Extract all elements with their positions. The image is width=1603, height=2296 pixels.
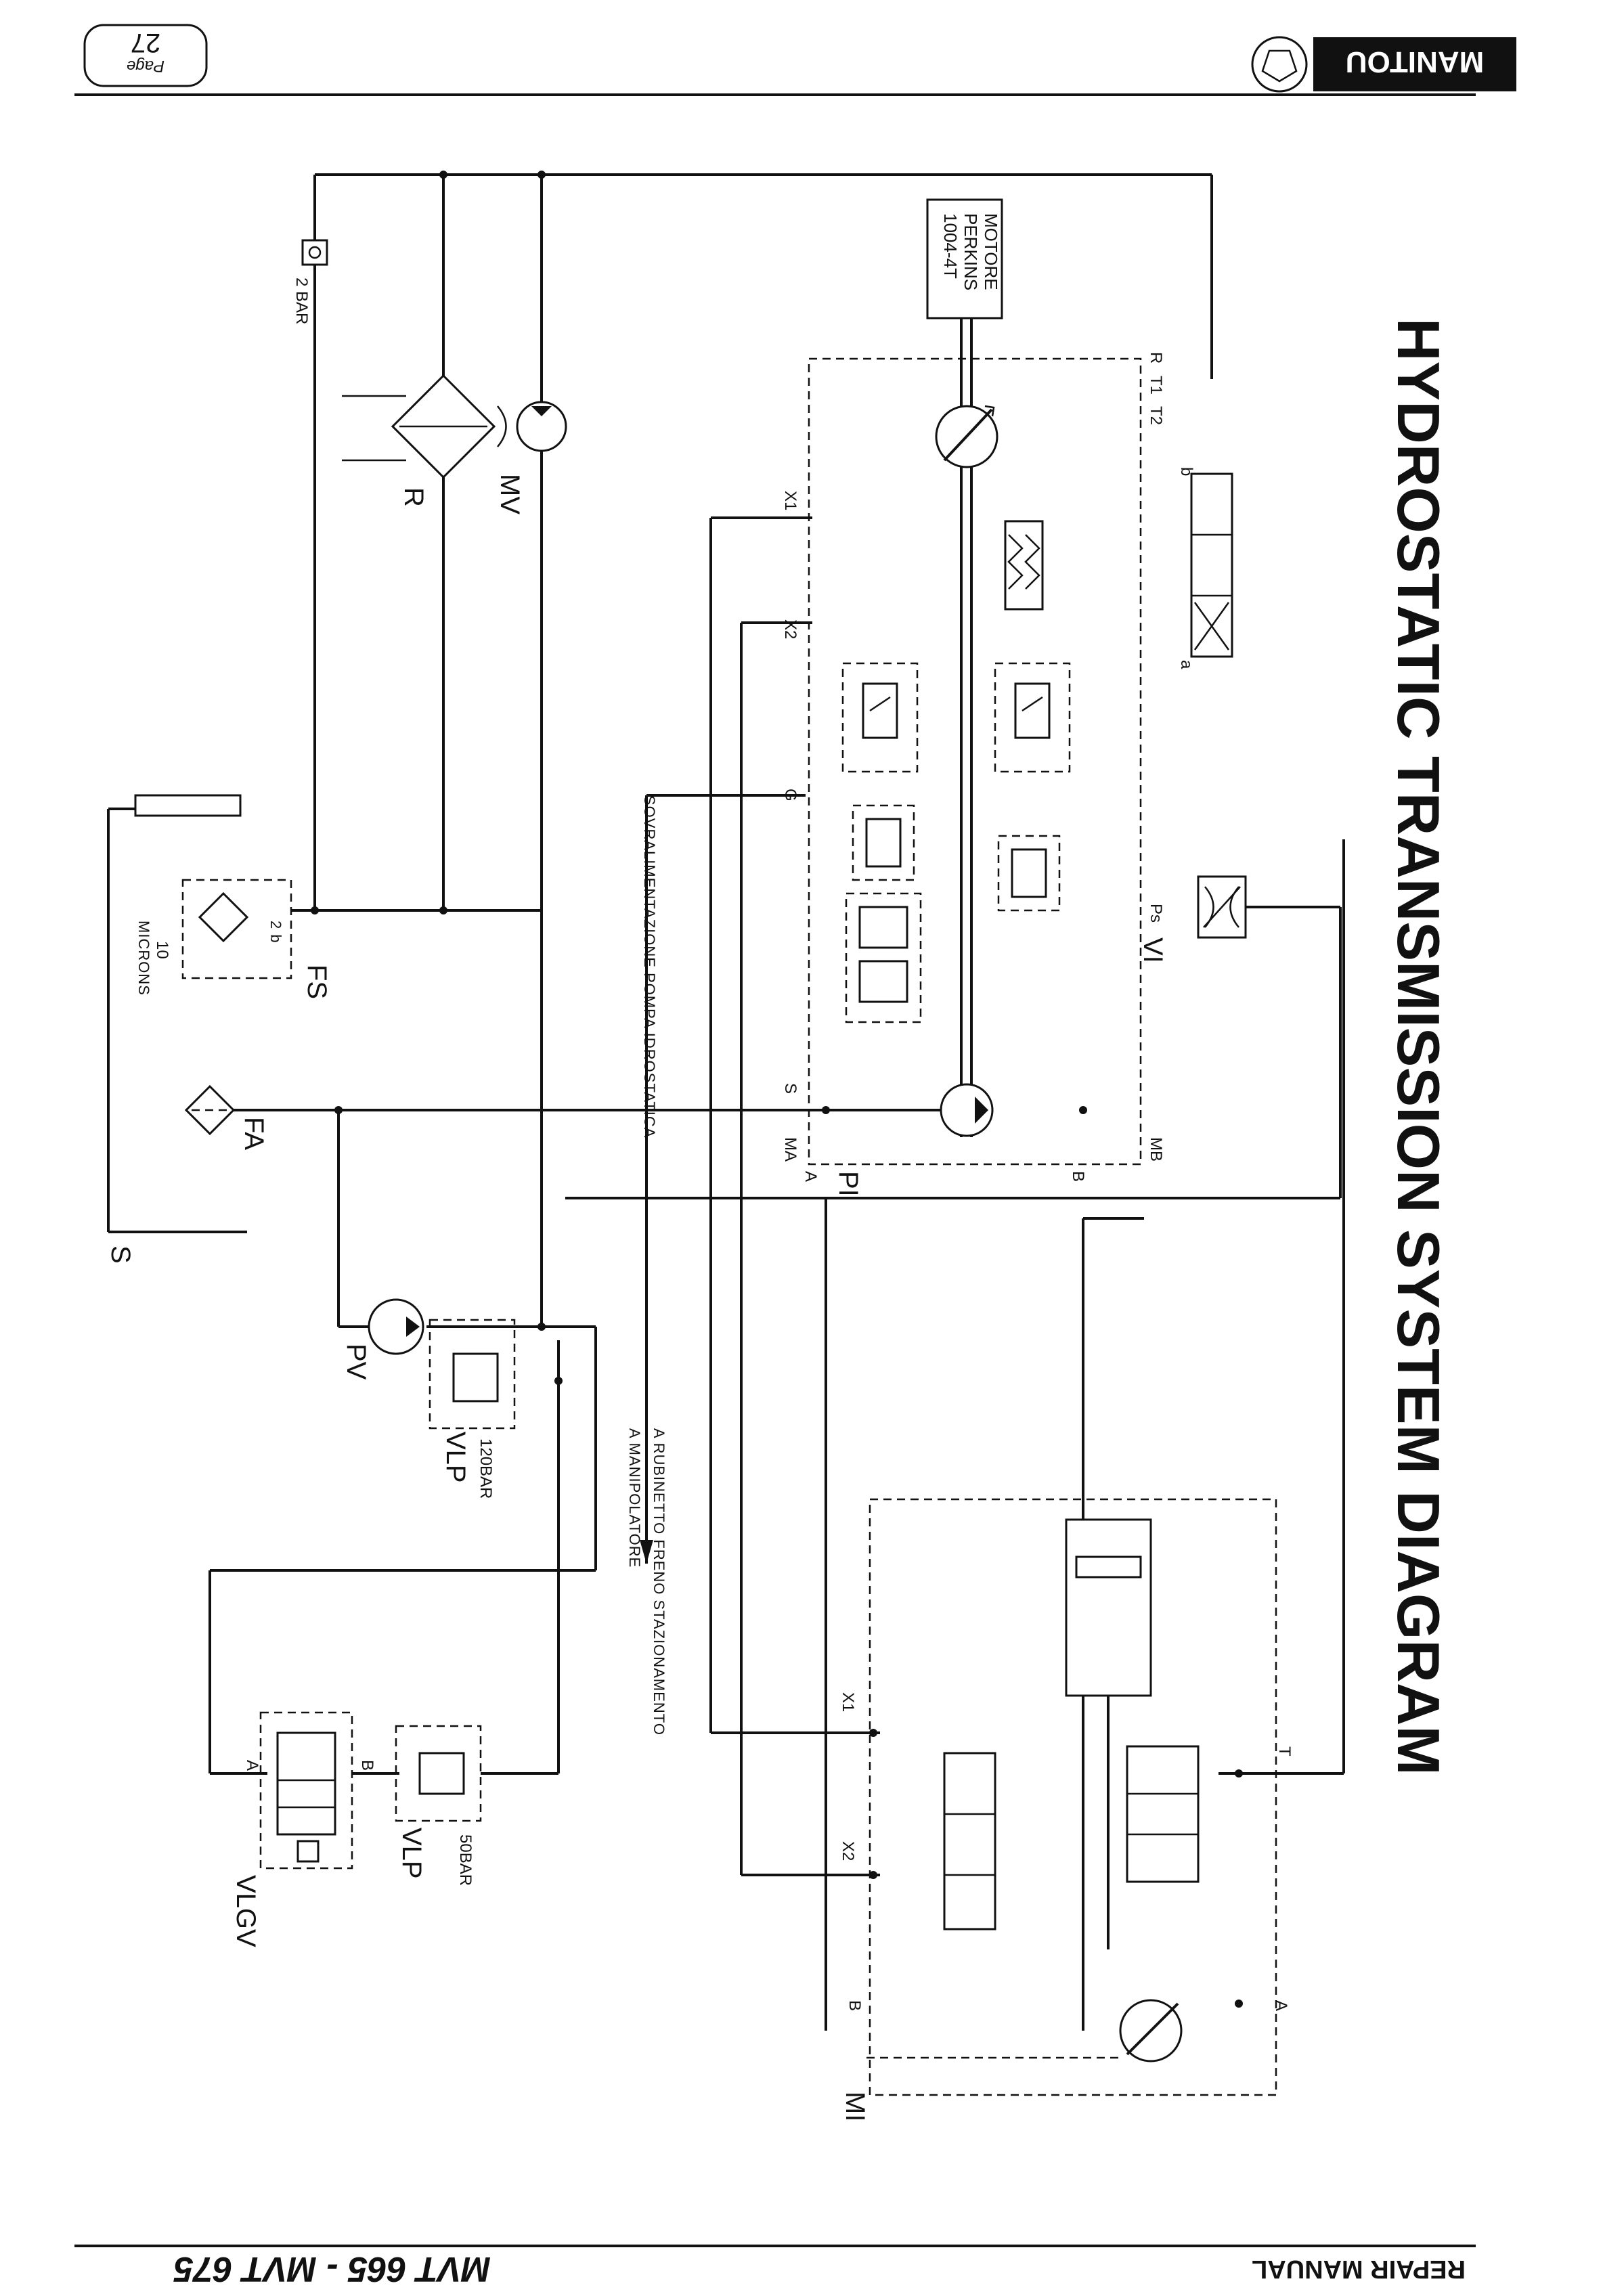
charge-filter-icon: [845, 892, 922, 1023]
vlgv-valve-icon: [259, 1711, 353, 1870]
label-vi: VI: [1138, 937, 1168, 963]
label-50bar: 50BAR: [456, 1834, 475, 1886]
label-vlgv-a: A: [243, 1760, 261, 1771]
brand-name: MANITOU: [1346, 45, 1485, 79]
motor-4way-valve-icon: [943, 1752, 996, 1930]
variable-pump-icon: [935, 405, 998, 468]
cooler-icon: [342, 374, 496, 479]
manipulator-arrow-icon: [640, 1540, 653, 1564]
port-r: R: [1147, 352, 1165, 363]
label-vlgv: VLGV: [231, 1875, 261, 1947]
label-pv: PV: [341, 1344, 371, 1380]
note-manip: A MANIPOLATORE: [626, 1428, 643, 1568]
motor-cylinder-icon: [1065, 1518, 1152, 1949]
component-labels: MV R 2 BAR FS 2 b 10 MICRONS FA S PV 120…: [106, 278, 1294, 2121]
port-a-pump: A: [802, 1171, 820, 1182]
note-brake: A RUBINETTO FRENO STAZIONAMENTO: [651, 1428, 667, 1736]
label-r: R: [399, 487, 429, 507]
manitou-logo: MANITOU: [1251, 36, 1516, 93]
fs-filter-icon: [181, 879, 292, 979]
page-number-box: Page 27: [83, 24, 208, 87]
label-fs: FS: [302, 965, 332, 999]
pressure-cutoff-icon: [997, 835, 1061, 912]
label-fa: FA: [239, 1117, 269, 1150]
vlp-50-icon: [395, 1725, 482, 1822]
label-mi: MI: [840, 2092, 870, 2121]
label-pi: PI: [833, 1171, 863, 1197]
fa-filter-icon: [184, 1084, 236, 1136]
engine-line2: PERKINS: [961, 213, 981, 290]
relief-valve-1-icon: [841, 662, 919, 773]
vlp-120-icon: [429, 1319, 516, 1430]
engine-line1: MOTORE: [981, 213, 1001, 290]
port-x2-bottom: X2: [839, 1841, 857, 1861]
label-microns-value: 10: [153, 941, 171, 959]
port-b-motor: B: [846, 2000, 864, 2011]
port-b-dcv: b: [1177, 467, 1195, 476]
label-s-tank: S: [106, 1245, 135, 1264]
servo-cylinder-icon: [1004, 520, 1044, 611]
port-ps: Ps: [1147, 904, 1165, 923]
port-b-pump: B: [1069, 1171, 1087, 1182]
motor-shuttle-valve-icon: [1126, 1745, 1200, 1883]
footer-manual: REPAIR MANUAL: [1252, 2255, 1466, 2283]
fan-motor-icon: [497, 401, 567, 452]
port-a-dcv: a: [1177, 660, 1195, 669]
relief-valve-2-icon: [994, 662, 1071, 773]
diagram-title: HYDROSTATIC TRANSMISSION SYSTEM DIAGRAM: [1385, 318, 1452, 1775]
pv-pump-icon: [368, 1298, 424, 1355]
charge-relief-icon: [852, 804, 915, 881]
junction-dots: [311, 171, 1243, 2008]
label-microns-unit: MICRONS: [135, 921, 152, 996]
brand-emblem-icon: [1251, 36, 1308, 93]
label-2bar: 2 BAR: [292, 278, 311, 324]
port-a-motor: A: [1272, 2000, 1290, 2011]
engine-block: MOTORE PERKINS 1004-4T: [926, 198, 1003, 319]
label-vlp-upper: VLP: [441, 1432, 470, 1483]
port-x1-bottom: X1: [839, 1692, 857, 1712]
port-t: T: [1275, 1746, 1294, 1757]
label-2b: 2 b: [267, 921, 284, 944]
port-t2: T2: [1147, 406, 1165, 425]
port-g: G: [781, 789, 799, 801]
label-120bar: 120BAR: [477, 1438, 495, 1499]
port-t1: T1: [1147, 376, 1165, 395]
vi-throttle-icon: [1197, 875, 1247, 939]
motor-group-boundary: [869, 1498, 1277, 2096]
port-ma: MA: [781, 1137, 799, 1162]
hydraulic-lines: [208, 173, 1345, 2031]
check-valve-2bar-icon: [301, 239, 328, 266]
page-number: 27: [131, 28, 161, 58]
port-mb: MB: [1147, 1137, 1165, 1162]
page-label: Page: [127, 57, 164, 75]
label-vlp-lower: VLP: [397, 1828, 426, 1879]
note-boost: SOVRALIMENTAZIONE POMPA IDROSTATICA: [641, 795, 658, 1138]
charge-pump-icon: [940, 1083, 994, 1137]
label-vlgv-b: B: [358, 1760, 376, 1771]
port-x2-top: X2: [781, 619, 799, 639]
port-s: S: [781, 1083, 799, 1094]
label-mv: MV: [495, 474, 525, 514]
hydraulic-motor-icon: [1119, 1999, 1183, 2062]
tank-icon: [107, 794, 247, 1233]
direction-control-valve-icon: [1190, 472, 1233, 658]
engine-line3: 1004-4T: [940, 213, 961, 279]
footer-models: MVT 665 - MVT 675: [173, 2249, 491, 2289]
pump-group-boundary: [808, 357, 1142, 1166]
port-x1-top: X1: [781, 491, 799, 510]
